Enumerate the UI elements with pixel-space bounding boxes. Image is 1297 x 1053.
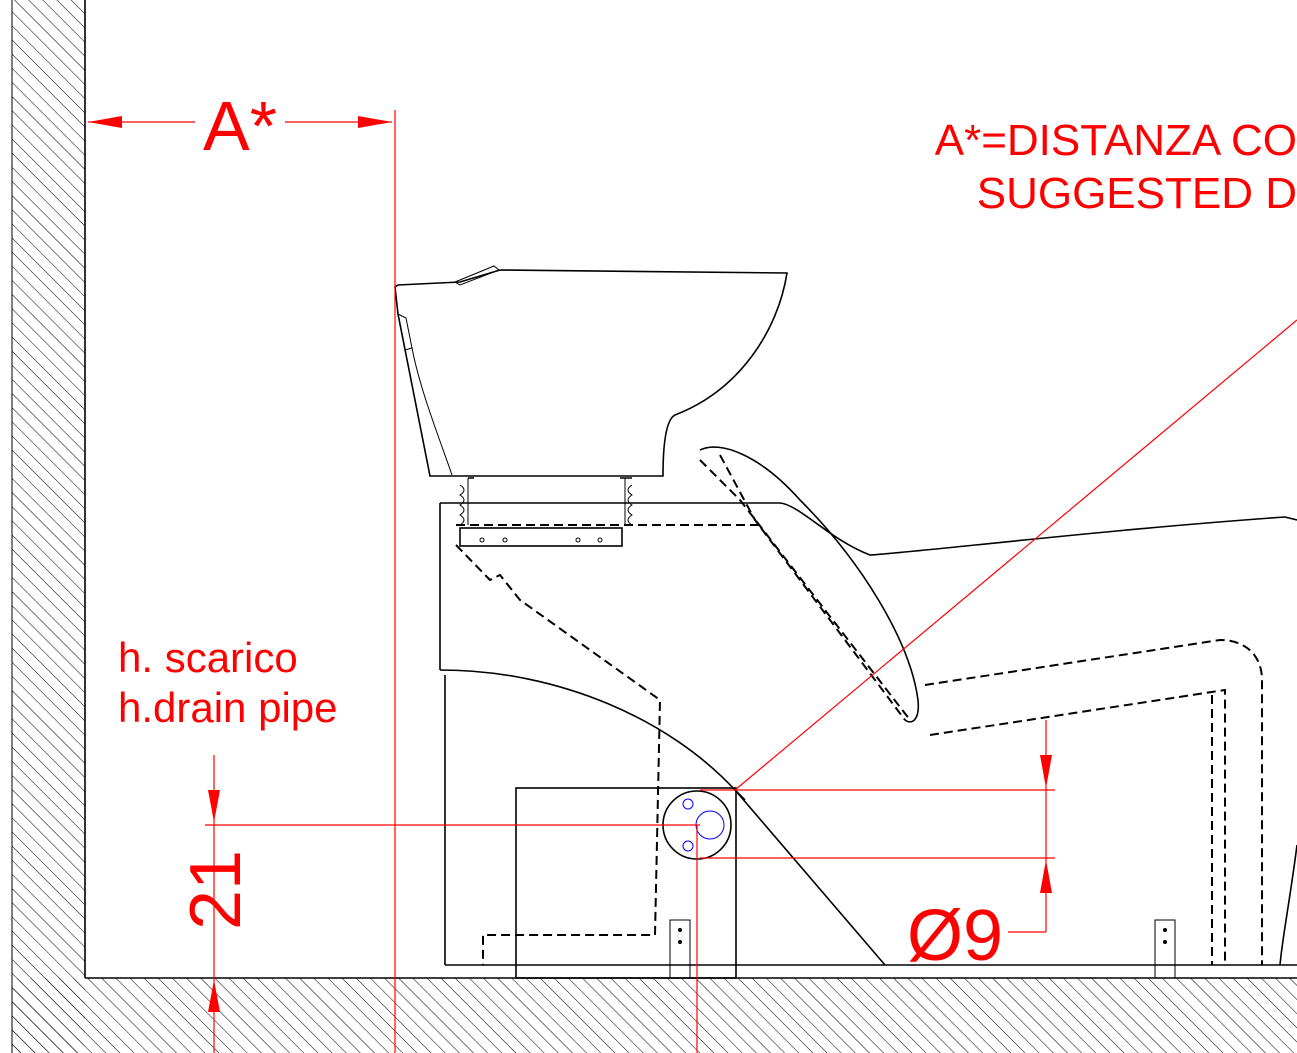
drain-height-value: 21 [176, 850, 256, 930]
drain-label-italian: h. scarico [118, 634, 298, 681]
dimension-lines [88, 110, 1297, 1053]
wall [11, 0, 86, 1053]
note-line-1: A*=DISTANZA CO [935, 116, 1297, 165]
washbasin-body [439, 502, 1297, 979]
chair-backrest [699, 446, 920, 723]
dimension-a-label: A* [203, 87, 277, 165]
floor-brackets [669, 919, 1176, 979]
pipe-diameter-value: Ø9 [907, 896, 1003, 976]
note-line-2: SUGGESTED D [977, 169, 1297, 218]
washbasin-bowl [394, 265, 788, 526]
hidden-lines [455, 454, 1263, 965]
floor [12, 977, 1297, 1053]
drain-label-english: h.drain pipe [118, 684, 338, 731]
chair-frame [1279, 844, 1297, 966]
